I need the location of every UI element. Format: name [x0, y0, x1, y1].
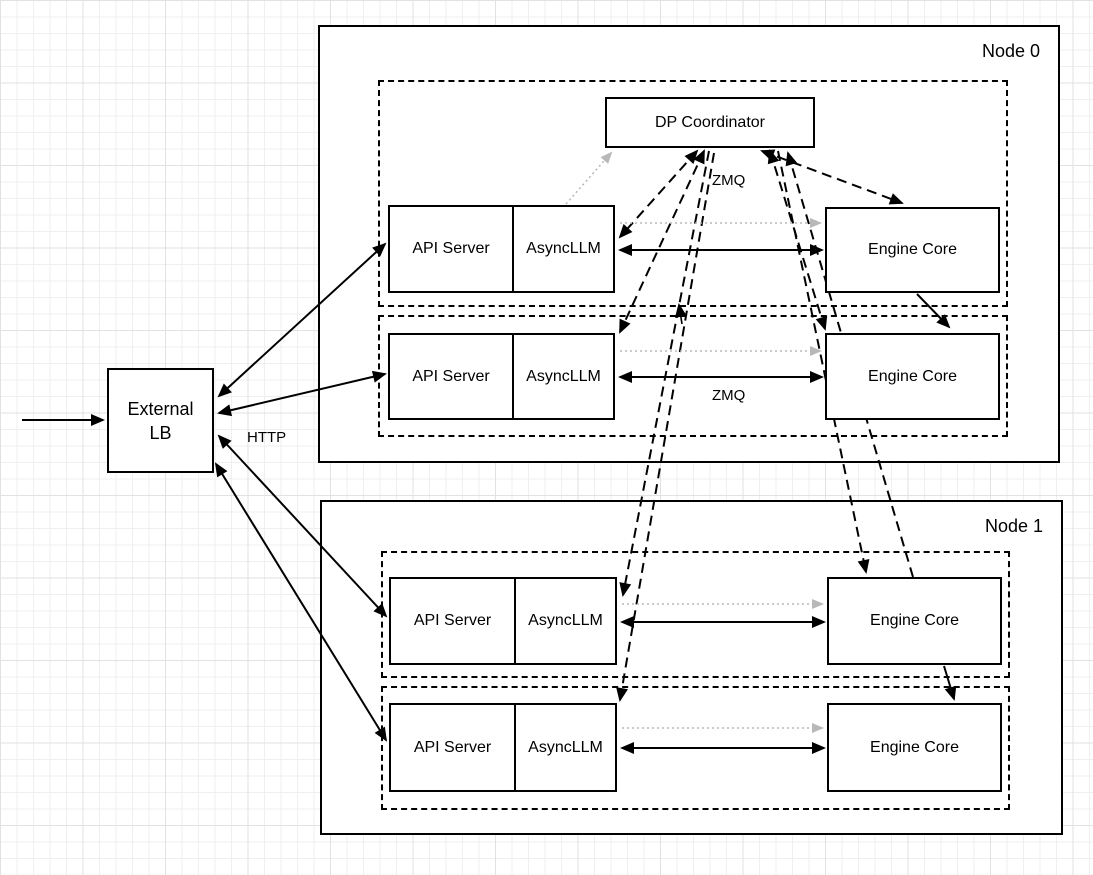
- external-lb-label-line1: External: [127, 398, 194, 419]
- node1-rank0-engine-core-box: Engine Core: [827, 577, 1002, 665]
- http-label: HTTP: [247, 429, 287, 446]
- node1-rank0-apiserver-box: API Server AsyncLLM: [389, 577, 617, 665]
- node1-label: Node 1: [984, 516, 1043, 536]
- node0-rank0-apiserver-box: API Server AsyncLLM: [388, 205, 615, 293]
- api-server-cell: API Server: [390, 207, 514, 291]
- node0-rank1-engine-core-box: Engine Core: [825, 333, 1000, 420]
- dp-coordinator-label: DP Coordinator: [655, 113, 765, 131]
- engine-core-label: Engine Core: [870, 738, 959, 756]
- api-server-cell: API Server: [391, 579, 516, 663]
- asyncllm-label: AsyncLLM: [528, 612, 603, 629]
- engine-core-label: Engine Core: [868, 367, 957, 385]
- asyncllm-cell: AsyncLLM: [516, 705, 615, 790]
- api-server-label: API Server: [412, 367, 490, 385]
- dp-coordinator-box: DP Coordinator: [605, 97, 815, 148]
- api-server-cell: API Server: [390, 335, 514, 418]
- asyncllm-label: AsyncLLM: [526, 367, 601, 385]
- asyncllm-cell: AsyncLLM: [514, 207, 613, 291]
- engine-core-label: Engine Core: [868, 241, 957, 258]
- engine-core-label: Engine Core: [870, 612, 959, 629]
- api-server-cell: API Server: [391, 705, 516, 790]
- zmq-row2-label: ZMQ: [712, 387, 746, 404]
- node0-rank1-apiserver-box: API Server AsyncLLM: [388, 333, 615, 420]
- api-server-label: API Server: [413, 738, 492, 756]
- external-lb-label-line2: LB: [149, 422, 172, 443]
- asyncllm-label: AsyncLLM: [528, 738, 603, 756]
- node1-rank1-engine-core-box: Engine Core: [827, 703, 1002, 792]
- api-server-label: API Server: [412, 240, 490, 257]
- zmq-coordinator-label: ZMQ: [712, 172, 746, 189]
- node1-rank1-apiserver-box: API Server AsyncLLM: [389, 703, 617, 792]
- node0-rank0-engine-core-box: Engine Core: [825, 207, 1000, 293]
- asyncllm-cell: AsyncLLM: [514, 335, 613, 418]
- asyncllm-label: AsyncLLM: [526, 240, 601, 257]
- api-server-label: API Server: [413, 612, 492, 629]
- asyncllm-cell: AsyncLLM: [516, 579, 615, 663]
- external-lb-box: External LB: [107, 368, 214, 473]
- node0-label: Node 0: [981, 41, 1040, 61]
